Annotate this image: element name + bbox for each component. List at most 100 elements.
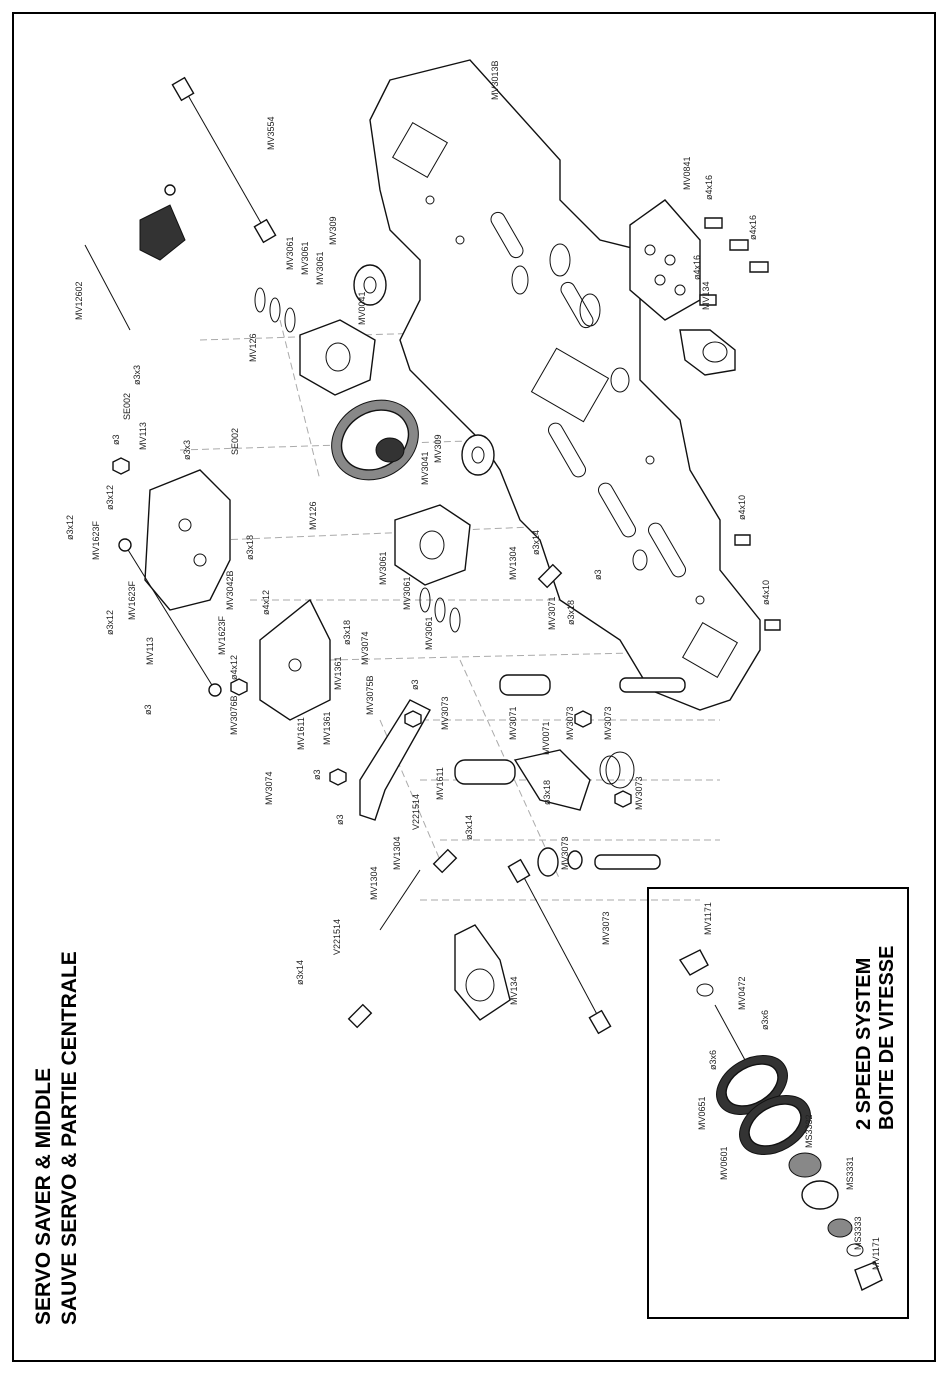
part-label: ø4x12: [229, 655, 239, 680]
part-label: ø3x14: [531, 530, 541, 555]
page-border: [12, 12, 936, 1362]
springs-mv3061: [254, 287, 461, 633]
inset-part-label: MS3331: [845, 1156, 855, 1190]
spur-gear-mv309: [331, 399, 419, 481]
part-label: MV1611: [296, 717, 306, 750]
ball-links: [347, 563, 563, 1029]
servo-mount-plate: [629, 199, 701, 321]
part-label: MV134: [701, 281, 711, 310]
part-label: MV12602: [74, 281, 84, 320]
part-label: MV3013B: [490, 60, 500, 100]
part-label: MV0041: [357, 291, 367, 325]
part-label: MV3061: [424, 616, 434, 650]
nuts: [112, 457, 632, 808]
part-label: MV134: [509, 976, 519, 1005]
inset-part-label: MV1171: [871, 1237, 881, 1270]
part-label: MV3061: [402, 576, 412, 610]
inset-part-label: MS3332: [804, 1114, 814, 1148]
part-label: MV3074: [360, 631, 370, 665]
inset-part-label: ø3x6: [708, 1050, 718, 1070]
part-label: MV1361: [333, 656, 343, 690]
part-label: MV3073: [634, 776, 644, 810]
part-label: ø3: [111, 434, 121, 445]
part-label: MV3074: [264, 771, 274, 805]
inset-part-label: ø3x6: [760, 1010, 770, 1030]
two-speed-parts: [678, 949, 883, 1291]
part-label: MV126: [308, 501, 318, 530]
part-label: MV1623F: [217, 615, 227, 655]
inset-part-label: MS3333: [853, 1216, 863, 1250]
inset-part-label: MV0472: [737, 976, 747, 1010]
part-label: MV3061: [285, 236, 295, 270]
part-label: ø3: [143, 704, 153, 715]
part-label: MV3041: [420, 451, 430, 485]
part-label: ø3x18: [542, 780, 552, 805]
bearing-block-lower: [394, 504, 471, 586]
washer-mv309: [353, 264, 495, 476]
part-label: MV126: [248, 333, 258, 362]
part-label: ø4x16: [748, 215, 758, 240]
part-label: V221514: [332, 919, 342, 955]
part-label: MV3073: [601, 911, 611, 945]
part-label: ø4x10: [761, 580, 771, 605]
center-drive-shaft-front: [171, 76, 277, 244]
part-label: MV113: [138, 422, 148, 450]
part-label: MV1304: [392, 836, 402, 870]
servo-saver-top: [84, 184, 186, 331]
steering-block-upper: [679, 329, 736, 376]
inset-title-line2: BOITE DE VITESSE: [876, 946, 898, 1130]
part-label: MV0071: [541, 721, 551, 755]
part-label: MV3071: [547, 596, 557, 630]
inset-part-label: MV0601: [719, 1146, 729, 1180]
part-label: MV0841: [682, 156, 692, 190]
part-label: MV3073: [565, 706, 575, 740]
steering-block-lower: [454, 924, 511, 1021]
part-label: MV1304: [369, 866, 379, 900]
servo-saver-plate-upper: [144, 469, 231, 611]
chassis-plate: [369, 59, 761, 711]
part-label: MV3061: [378, 551, 388, 585]
part-label: ø3x14: [464, 815, 474, 840]
part-label: MV113: [145, 637, 155, 665]
part-label: ø3: [410, 679, 420, 690]
part-label: SE002: [230, 428, 240, 455]
servo-saver-plate-lower: [259, 598, 331, 721]
part-label: ø3x14: [295, 960, 305, 985]
part-label: MV1304: [508, 546, 518, 580]
part-label: MV1611: [435, 767, 445, 800]
part-label: ø4x12: [261, 590, 271, 615]
part-label: MV3075B: [365, 675, 375, 715]
part-label: ø3: [335, 814, 345, 825]
part-label: MV3061: [300, 241, 310, 275]
screws-right: [699, 217, 781, 631]
part-label: MV3554: [266, 116, 276, 150]
part-label: MV3042B: [225, 570, 235, 610]
part-label: MV3061: [315, 251, 325, 285]
title-line2: SAUVE SERVO & PARTIE CENTRALE: [58, 951, 81, 1325]
part-label: MV3073: [603, 706, 613, 740]
part-label: ø3: [312, 769, 322, 780]
part-label: MV3076B: [229, 695, 239, 735]
servo-saver-posts: [454, 674, 686, 877]
part-label: MV3071: [508, 706, 518, 740]
part-label: ø3: [593, 569, 603, 580]
part-label: ø3x18: [245, 535, 255, 560]
bearing-block-upper: [299, 319, 376, 396]
part-label: ø3x12: [65, 515, 75, 540]
part-label: ø4x16: [704, 175, 714, 200]
part-label: MV3073: [440, 696, 450, 730]
inset-part-label: MV0651: [697, 1096, 707, 1130]
part-label: MV1623F: [127, 580, 137, 620]
part-label: MV1623F: [91, 520, 101, 560]
part-label: ø4x16: [692, 255, 702, 280]
part-label: MV3073: [560, 836, 570, 870]
steering-link-mv1623f: [118, 538, 222, 697]
center-drive-shaft-rear: [507, 858, 612, 1035]
part-label: ø3x12: [105, 485, 115, 510]
part-label: MV309: [433, 434, 443, 463]
servo-saver-arm: [359, 699, 431, 821]
part-label: MV1361: [322, 711, 332, 745]
part-label: V221514: [411, 794, 421, 830]
